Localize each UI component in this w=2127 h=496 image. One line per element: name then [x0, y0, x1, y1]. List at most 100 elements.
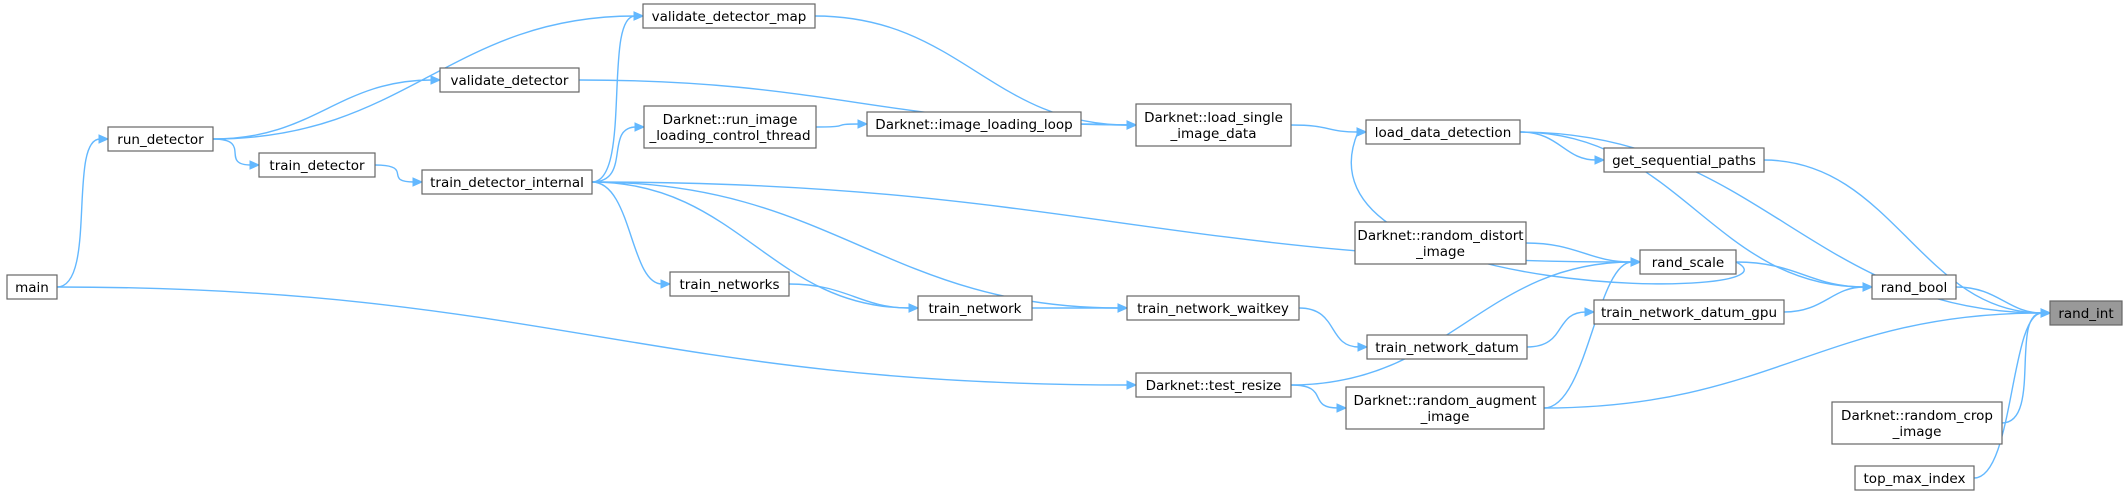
node-load-single-image-data[interactable]: Darknet::load_single_image_data [1135, 103, 1292, 147]
edge-train-detector-internal-to-run-image-loading-control-thread [591, 126, 637, 183]
edge-load-data-detection-to-rand-int [1519, 131, 2043, 314]
edge-validate-detector-map-to-load-single-image-data [814, 15, 1129, 126]
node-box [1365, 119, 1521, 145]
edge-arrowhead [98, 134, 110, 144]
edge-arrowhead [1584, 307, 1596, 317]
node-label: train_detector_internal [430, 175, 584, 191]
node-label: Darknet::random_distort [1357, 228, 1523, 244]
edge-arrowhead [249, 160, 261, 170]
edge-image-loading-loop-to-load-single-image-data [1080, 123, 1129, 126]
node-box [1871, 274, 1957, 300]
edge-arrowhead [1126, 380, 1138, 390]
node-image-loading-loop[interactable]: Darknet::image_loading_loop [866, 111, 1082, 137]
node-get-sequential-paths[interactable]: get_sequential_paths [1603, 147, 1765, 173]
edge-arrowhead [1862, 282, 1874, 292]
node-box [1831, 401, 2003, 445]
edge-test-resize-to-rand-scale [1290, 261, 1633, 386]
node-label: rand_bool [1881, 280, 1948, 296]
node-train-networks[interactable]: train_networks [669, 271, 790, 297]
node-label: train_network_datum [1375, 340, 1519, 356]
node-train-detector[interactable]: train_detector [258, 152, 376, 178]
node-label: train_detector [269, 158, 365, 174]
node-box [421, 169, 593, 195]
edge-random-augment-image-to-rand-int [1543, 312, 2043, 409]
node-train-detector-internal[interactable]: train_detector_internal [421, 169, 593, 195]
edge-run-detector-to-validate-detector [212, 79, 433, 140]
node-run-detector[interactable]: run_detector [107, 126, 214, 152]
node-box [917, 295, 1033, 321]
edge-arrowhead [908, 303, 920, 313]
edge-train-detector-internal-to-train-networks [591, 181, 663, 285]
node-label: main [15, 280, 49, 296]
node-box [1603, 147, 1765, 173]
edge-run-detector-to-train-detector [212, 138, 252, 166]
edge-arrowhead [660, 279, 672, 289]
edge-arrowhead [633, 11, 645, 21]
node-rand-int[interactable]: rand_int [2049, 300, 2123, 326]
node-main[interactable]: main [6, 274, 58, 300]
node-random-distort-image[interactable]: Darknet::random_distort_image [1354, 221, 1527, 265]
edges-layer [56, 11, 2052, 479]
node-random-augment-image[interactable]: Darknet::random_augment_image [1345, 386, 1545, 430]
edge-train-detector-to-train-detector-internal [374, 164, 415, 183]
nodes-layer: main run_detector validate_detector_mapval… [6, 3, 2123, 491]
edge-train-network-datum-to-train-network-datum-gpu [1526, 311, 1587, 348]
node-validate-detector-map[interactable]: validate_detector_map [642, 3, 816, 29]
edge-random-crop-image-to-rand-int [2001, 312, 2043, 424]
edge-arrowhead [2040, 308, 2052, 318]
node-run-image-loading-control-thread[interactable]: Darknet::run_image_loading_control_threa… [643, 105, 817, 149]
node-box [258, 152, 376, 178]
edge-arrowhead [1357, 342, 1369, 352]
node-box [1354, 221, 1527, 265]
node-label: validate_detector_map [652, 9, 807, 25]
edge-arrowhead [1356, 127, 1368, 137]
node-box [1126, 295, 1300, 321]
edge-rand-bool-to-rand-int [1955, 286, 2043, 314]
node-box [1345, 386, 1545, 430]
edge-main-to-test-resize [56, 286, 1129, 386]
node-train-network-datum-gpu[interactable]: train_network_datum_gpu [1593, 299, 1785, 325]
edge-train-network-datum-gpu-to-rand-bool [1783, 286, 1865, 313]
node-label: load_data_detection [1375, 125, 1512, 141]
edge-run-detector-to-validate-detector-map [212, 15, 636, 140]
edge-arrowhead [1336, 403, 1348, 413]
node-load-data-detection[interactable]: load_data_detection [1365, 119, 1521, 145]
node-label: Darknet::run_image [663, 112, 798, 128]
edge-arrowhead [412, 177, 424, 187]
node-train-network[interactable]: train_network [917, 295, 1033, 321]
edge-arrowhead [430, 75, 442, 85]
node-test-resize[interactable]: Darknet::test_resize [1135, 372, 1292, 398]
node-top-max-index[interactable]: top_max_index [1854, 465, 1975, 491]
node-random-crop-image[interactable]: Darknet::random_crop_image [1831, 401, 2003, 445]
node-box [866, 111, 1082, 137]
node-label: train_network_datum_gpu [1601, 305, 1777, 321]
node-label: get_sequential_paths [1612, 153, 1756, 169]
edge-rand-scale-to-rand-bool [1735, 261, 1865, 288]
node-label: rand_int [2058, 306, 2113, 322]
node-rand-scale[interactable]: rand_scale [1639, 249, 1737, 275]
node-label: Darknet::random_crop [1841, 408, 1993, 424]
node-rand-bool[interactable]: rand_bool [1871, 274, 1957, 300]
node-label: _image [1420, 409, 1470, 425]
edge-test-resize-to-random-augment-image [1290, 384, 1339, 409]
node-label: _image [1892, 424, 1942, 440]
node-label: train_networks [679, 277, 779, 293]
node-box [643, 105, 817, 149]
node-label: Darknet::test_resize [1146, 378, 1282, 394]
edge-arrowhead [1117, 303, 1129, 313]
node-train-network-datum[interactable]: train_network_datum [1366, 334, 1528, 360]
node-box [1366, 334, 1528, 360]
edge-arrowhead [1594, 155, 1606, 165]
edge-train-networks-to-train-network [788, 283, 911, 309]
node-box [1854, 465, 1975, 491]
node-box [1135, 372, 1292, 398]
node-train-network-waitkey[interactable]: train_network_waitkey [1126, 295, 1300, 321]
edge-random-distort-image-to-rand-scale [1525, 242, 1633, 263]
node-label: top_max_index [1864, 471, 1966, 487]
node-box [107, 126, 214, 152]
node-label: Darknet::image_loading_loop [875, 117, 1072, 133]
node-box [1593, 299, 1785, 325]
edge-train-detector-internal-to-validate-detector-map [591, 15, 636, 183]
node-validate-detector[interactable]: validate_detector [439, 67, 580, 93]
